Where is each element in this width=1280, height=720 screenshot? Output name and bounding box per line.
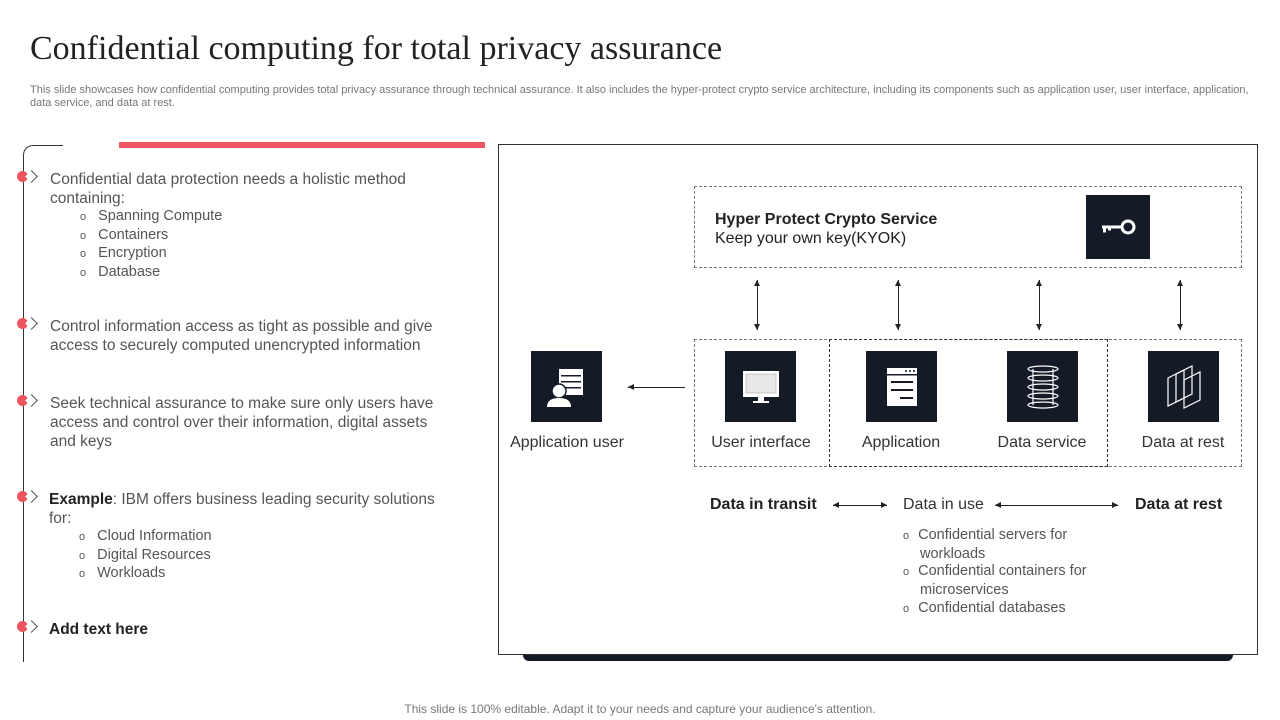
node-label: Data at rest xyxy=(1141,434,1225,451)
point-text: : IBM offers business leading security s… xyxy=(49,491,435,527)
point-5: Add text here xyxy=(49,620,449,639)
footer-note: This slide is 100% editable. Adapt it to… xyxy=(404,702,876,716)
bullet-dot xyxy=(17,491,28,502)
point-2: Control information access as tight as p… xyxy=(50,318,433,354)
node-label: Application user xyxy=(510,434,624,451)
bidirectional-arrow xyxy=(895,280,901,330)
node-label: User interface xyxy=(711,434,811,451)
list-item: Encryption xyxy=(80,245,450,264)
data-in-use-list: Confidential servers for workloads Confi… xyxy=(903,527,1123,619)
application-icon xyxy=(866,351,937,422)
list-item: Confidential databases xyxy=(903,600,1123,619)
list-item: Cloud Information xyxy=(79,528,449,547)
point-text: Confidential data protection needs a hol… xyxy=(50,171,406,207)
data-layers-icon xyxy=(1148,351,1219,422)
point-bold: Example xyxy=(49,491,113,508)
bidirectional-arrow xyxy=(1036,280,1042,330)
diagram-shadow-bar xyxy=(523,652,1233,661)
data-in-transit-label: Data in transit xyxy=(710,496,817,513)
node-label: Application xyxy=(861,434,941,451)
bidirectional-arrow xyxy=(754,280,760,330)
monitor-icon xyxy=(725,351,796,422)
hpcs-box xyxy=(694,186,1242,268)
page-subtitle: This slide showcases how confidential co… xyxy=(30,84,1249,109)
hpcs-subtitle: Keep your own key(KYOK) xyxy=(715,230,907,247)
list-item: Confidential servers for workloads xyxy=(903,527,1123,563)
bullet-dot xyxy=(17,318,28,329)
data-in-use-label: Data in use xyxy=(903,496,984,513)
list-item: Workloads xyxy=(79,565,449,584)
bidirectional-arrow xyxy=(995,502,1118,508)
point-4: Example: IBM offers business leading sec… xyxy=(49,490,449,584)
data-in-use-box xyxy=(829,339,1108,467)
list-item: Containers xyxy=(80,227,450,246)
list-item: Spanning Compute xyxy=(80,208,450,227)
bullet-dot xyxy=(17,621,28,632)
hpcs-title: Hyper Protect Crypto Service xyxy=(715,211,938,228)
list-item: Confidential containers for microservice… xyxy=(903,563,1123,599)
bullet-dot xyxy=(17,171,28,182)
data-service-icon xyxy=(1007,351,1078,422)
page-title: Confidential computing for total privacy… xyxy=(30,30,723,67)
bullet-dot xyxy=(17,395,28,406)
list-item: Database xyxy=(80,264,450,283)
point-1: Confidential data protection needs a hol… xyxy=(50,170,450,282)
accent-bar xyxy=(119,142,485,148)
arrow-left xyxy=(628,384,685,390)
bidirectional-arrow xyxy=(833,502,887,508)
bidirectional-arrow xyxy=(1177,280,1183,330)
data-at-rest-label: Data at rest xyxy=(1135,496,1223,513)
key-icon xyxy=(1086,195,1150,259)
point-3: Seek technical assurance to make sure on… xyxy=(50,395,434,450)
user-icon xyxy=(531,351,602,422)
node-label: Data service xyxy=(997,434,1087,451)
list-item: Digital Resources xyxy=(79,547,449,566)
point-bold: Add text here xyxy=(49,621,149,638)
